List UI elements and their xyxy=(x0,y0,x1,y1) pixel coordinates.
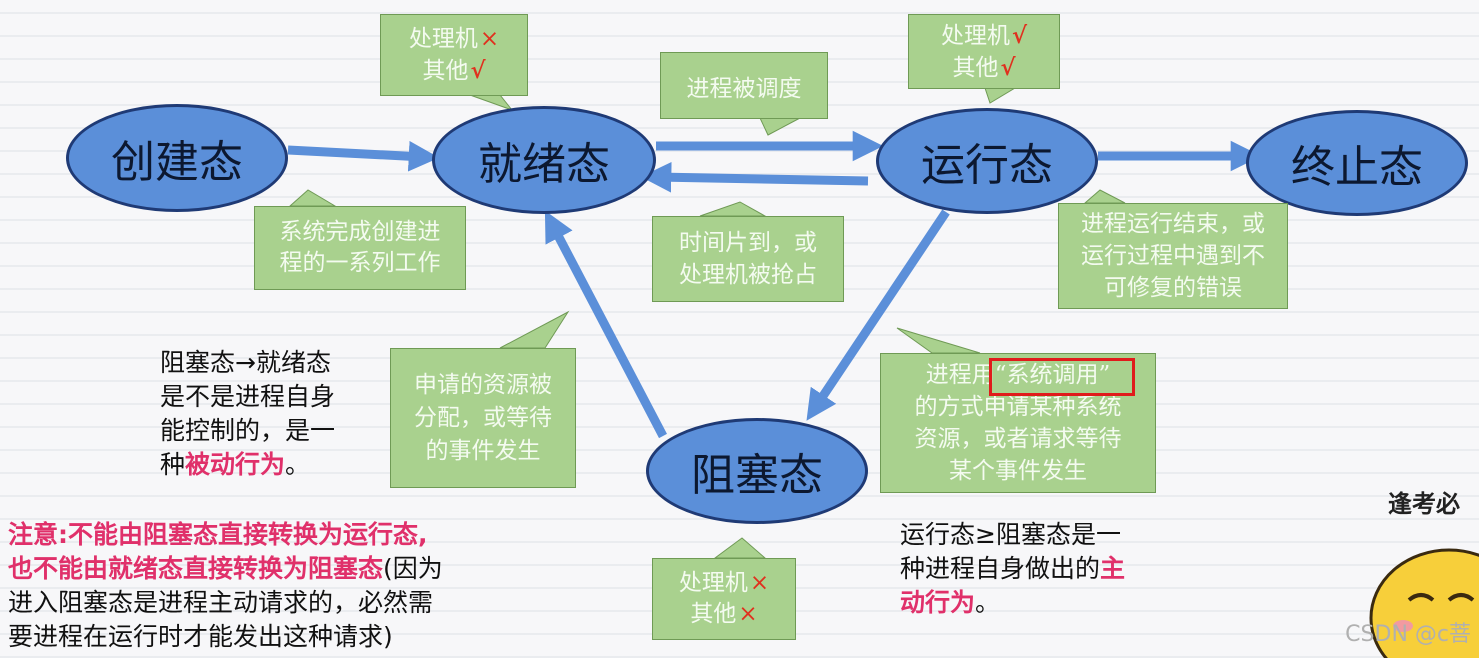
state-blocked: 阻塞态 xyxy=(646,418,868,524)
pointer-resource-allocated xyxy=(499,310,570,349)
cross-mark-icon: × xyxy=(749,570,770,596)
pointer-scheduled xyxy=(759,117,801,136)
state-create-label: 创建态 xyxy=(111,137,243,188)
state-terminated: 终止态 xyxy=(1246,110,1468,216)
note-warning: 注意:不能由阻塞态直接转换为运行态, 也不能由就绪态直接转换为阻塞态(因为 进入… xyxy=(8,520,443,651)
state-terminated-label: 终止态 xyxy=(1291,142,1423,193)
callout-ready-resources: 处理机× 其他√ xyxy=(380,14,528,96)
note-active-behavior: 运行态≥阻塞态是一 种进程自身做出的主 动行为。 xyxy=(900,520,1126,617)
cross-mark-icon: × xyxy=(479,25,500,52)
callout-blocked-resources: 处理机× 其他× xyxy=(652,558,796,640)
state-blocked-label: 阻塞态 xyxy=(691,450,823,501)
pointer-terminate xyxy=(1083,189,1126,204)
state-running-label: 运行态 xyxy=(921,140,1053,191)
check-mark-icon: √ xyxy=(470,56,486,84)
arrow-create-to-ready xyxy=(287,140,440,172)
brand-text: 逢考必 xyxy=(1388,490,1460,518)
arrow-blocked-to-ready xyxy=(544,210,667,439)
syscall-highlight-box xyxy=(989,358,1135,396)
callout-terminate-reason: 进程运行结束，或 运行过程中遇到不 可修复的错误 xyxy=(1058,203,1288,309)
pointer-syscall xyxy=(896,327,981,354)
pointer-create-done xyxy=(288,189,337,207)
state-ready: 就绪态 xyxy=(432,106,656,214)
state-create: 创建态 xyxy=(66,104,288,212)
arrow-running-to-blocked xyxy=(806,209,950,421)
check-mark-icon: √ xyxy=(1011,21,1028,49)
state-ready-label: 就绪态 xyxy=(478,139,610,190)
pointer-timeslice xyxy=(699,201,767,217)
note-passive-behavior: 阻塞态→就绪态 是不是进程自身 能控制的，是一 种被动行为。 xyxy=(160,348,336,479)
arrow-running-to-ready xyxy=(640,161,869,193)
callout-create-done: 系统完成创建进 程的一系列工作 xyxy=(254,206,466,290)
pointer-blocked-resources xyxy=(713,537,767,559)
state-running: 运行态 xyxy=(876,108,1098,214)
callout-scheduled: 进程被调度 xyxy=(660,52,828,119)
pointer-ready-resources xyxy=(469,94,514,112)
watermark: CSDN @c菩 xyxy=(1345,622,1471,647)
callout-syscall: 进程用“系统调用” 的方式申请某种系统 资源，或者请求等待 某个事件发生 xyxy=(880,353,1156,493)
callout-running-resources: 处理机√ 其他√ xyxy=(908,14,1060,89)
cross-mark-icon: × xyxy=(738,601,758,627)
callout-timeslice: 时间片到，或 处理机被抢占 xyxy=(652,216,844,302)
callout-resource-allocated: 申请的资源被 分配，或等待 的事件发生 xyxy=(390,348,576,488)
mascot-icon xyxy=(1369,548,1479,658)
pointer-running-resources xyxy=(984,87,1017,104)
check-mark-icon: √ xyxy=(1000,53,1016,81)
syscall-highlight: “系统调用” xyxy=(994,362,1111,388)
